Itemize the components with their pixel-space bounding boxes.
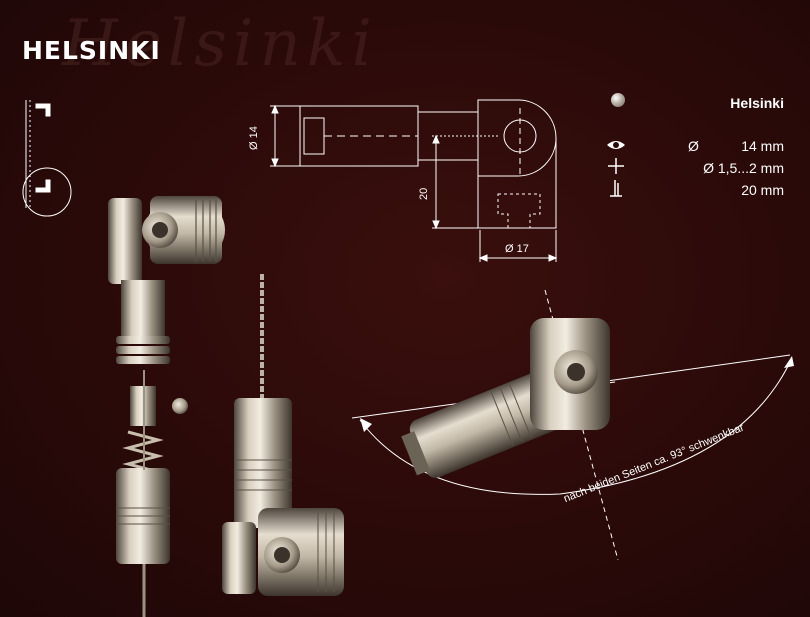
- dimension-label-height: 20: [418, 187, 430, 200]
- dimension-label-body-diameter: Ø 14: [248, 126, 260, 150]
- spec-length-value: 20 mm: [741, 182, 784, 198]
- spec-diameter-value: 14 mm: [741, 138, 784, 154]
- brand-title: HELSINKI: [22, 36, 161, 65]
- pin-icon: [611, 93, 625, 107]
- dimension-label-head-diameter: Ø 17: [505, 243, 529, 255]
- assembled-fitting-view: [222, 274, 344, 596]
- brand-script-watermark: Helsinki: [62, 7, 378, 81]
- hanging-load-icon: [610, 180, 622, 203]
- spec-product-name: Helsinki: [730, 95, 784, 111]
- spec-cable-value: Ø 1,5...2 mm: [703, 160, 784, 176]
- eye-icon: [606, 138, 626, 156]
- spec-diameter-symbol: Ø: [688, 138, 699, 154]
- exploded-fitting-view: [108, 196, 225, 617]
- technical-drawing: [270, 99, 558, 262]
- plus-icon: [607, 157, 625, 180]
- mounting-detail-icon: [22, 100, 72, 217]
- swivel-fitting-view: [351, 289, 794, 561]
